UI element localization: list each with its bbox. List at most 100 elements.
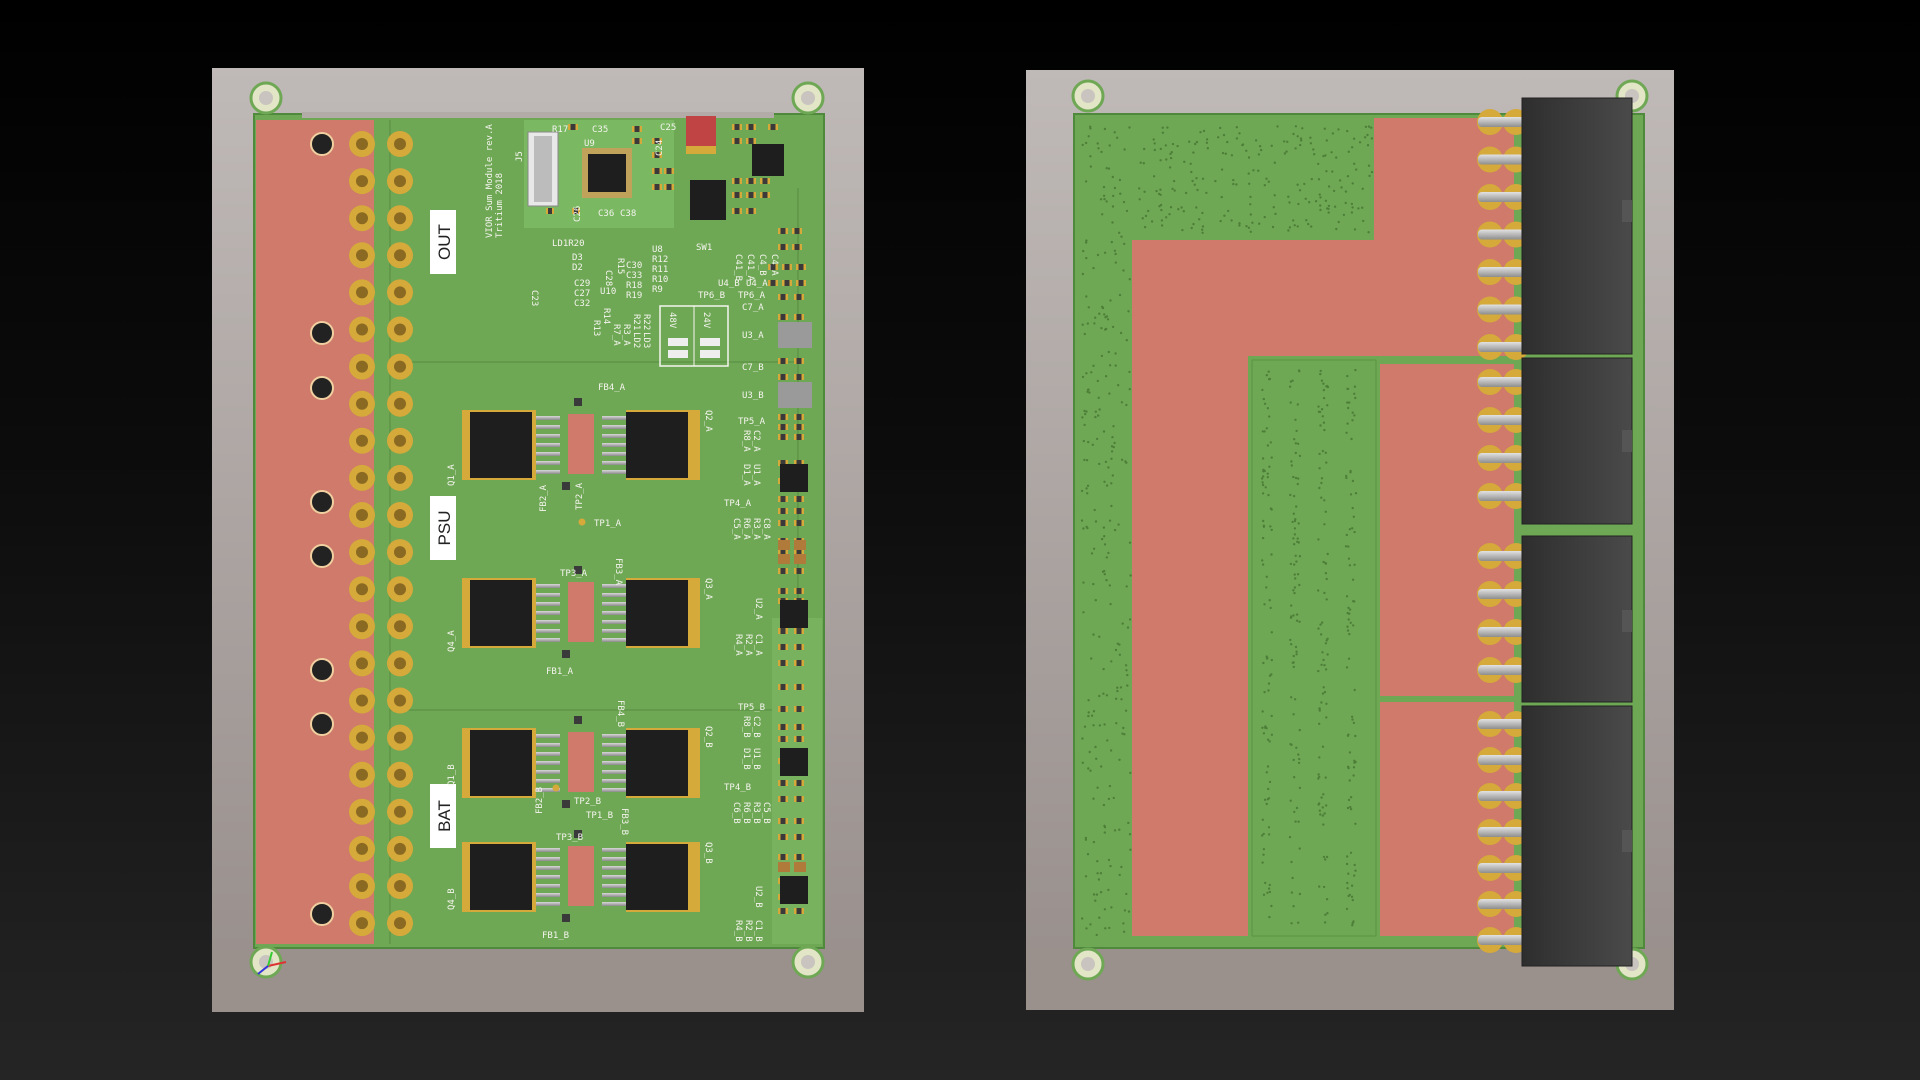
via: [1324, 913, 1327, 916]
via: [1319, 204, 1322, 207]
via: [1107, 858, 1111, 862]
via: [1125, 669, 1128, 672]
via: [1119, 331, 1123, 335]
via: [1290, 615, 1293, 618]
via: [1097, 878, 1101, 881]
via: [1128, 618, 1132, 621]
via: [1349, 805, 1352, 809]
via: [1287, 195, 1290, 198]
via: [1294, 645, 1298, 649]
ref-c26: C26: [573, 206, 583, 222]
via: [1214, 179, 1217, 183]
via: [1347, 872, 1350, 875]
via: [1103, 723, 1106, 726]
via: [1268, 415, 1271, 418]
via: [1128, 370, 1131, 374]
smd-part: [794, 374, 804, 380]
ref-r3a: R3_A: [621, 324, 631, 346]
via: [1347, 618, 1350, 621]
via: [1320, 477, 1324, 480]
via: [1322, 658, 1325, 662]
via: [1095, 893, 1099, 896]
via: [1261, 834, 1264, 837]
tantalum-cap-c25: [686, 116, 716, 154]
via: [1345, 595, 1349, 598]
via: [1097, 147, 1100, 150]
smd-part: [794, 508, 804, 514]
via: [1317, 627, 1320, 630]
via: [1238, 132, 1241, 135]
via: [1351, 146, 1354, 149]
via: [1205, 138, 1209, 141]
via: [1268, 890, 1272, 894]
via: [1296, 225, 1299, 228]
via: [1084, 141, 1088, 145]
via: [1232, 182, 1235, 186]
ref-c28: C28: [603, 270, 613, 286]
via: [1122, 922, 1125, 925]
smd-part: [794, 736, 804, 742]
via: [1293, 519, 1297, 523]
via: [1354, 396, 1357, 400]
via: [1346, 387, 1349, 391]
via: [1096, 786, 1099, 789]
pcb-front-view: OUT PSU BAT VIOR Sum Module rev.A Tritiu…: [212, 68, 864, 1012]
smd-part: [778, 434, 788, 440]
via: [1085, 927, 1088, 930]
mosfet-pin: [602, 416, 626, 420]
terminal-pad: [349, 761, 375, 788]
ref-tp5a: TP5_A: [738, 417, 766, 427]
copper-vias: [310, 132, 334, 926]
via: [1296, 573, 1300, 576]
via: [1270, 456, 1273, 459]
via: [1350, 715, 1354, 718]
via: [1361, 206, 1364, 209]
via: [1325, 804, 1328, 807]
via: [1293, 591, 1296, 595]
via: [1367, 231, 1370, 234]
via: [1268, 465, 1271, 468]
mosfet: [626, 578, 700, 648]
via: [1353, 874, 1356, 877]
via: [1107, 551, 1110, 555]
via: [1265, 177, 1268, 180]
via: [1348, 612, 1351, 615]
via: [1114, 352, 1117, 355]
via: [1325, 598, 1328, 601]
via: [1122, 269, 1125, 272]
mosfet-pin: [602, 770, 626, 774]
smd-part: [794, 548, 804, 554]
terminal-block-4: [1521, 705, 1633, 967]
via: [1322, 686, 1325, 689]
mosfet-pin: [536, 629, 560, 633]
pcb-back-view: [1026, 70, 1674, 1010]
via: [1110, 906, 1113, 909]
via: [1238, 222, 1241, 225]
via: [1108, 144, 1111, 147]
via: [1092, 724, 1095, 727]
via: [1318, 802, 1321, 805]
via: [1088, 750, 1091, 754]
via: [1323, 690, 1327, 694]
terminal-pad: [349, 539, 375, 566]
via: [1313, 153, 1316, 156]
smd-part: [778, 588, 788, 594]
via: [1261, 563, 1265, 566]
section-label-psu: PSU: [430, 496, 456, 560]
via: [1283, 140, 1286, 143]
via: [1317, 178, 1321, 181]
via: [1089, 165, 1092, 168]
ref-c7b: C7_B: [742, 363, 764, 373]
via: [1349, 796, 1353, 799]
via: [1087, 699, 1090, 702]
via: [1201, 231, 1204, 234]
mosfet-pin: [536, 602, 560, 606]
mosfet-pin: [536, 884, 560, 888]
via: [1092, 266, 1095, 270]
via: [1111, 175, 1114, 179]
via: [1168, 166, 1172, 169]
via: [1249, 195, 1252, 199]
via: [1292, 654, 1295, 658]
via: [1099, 198, 1103, 201]
